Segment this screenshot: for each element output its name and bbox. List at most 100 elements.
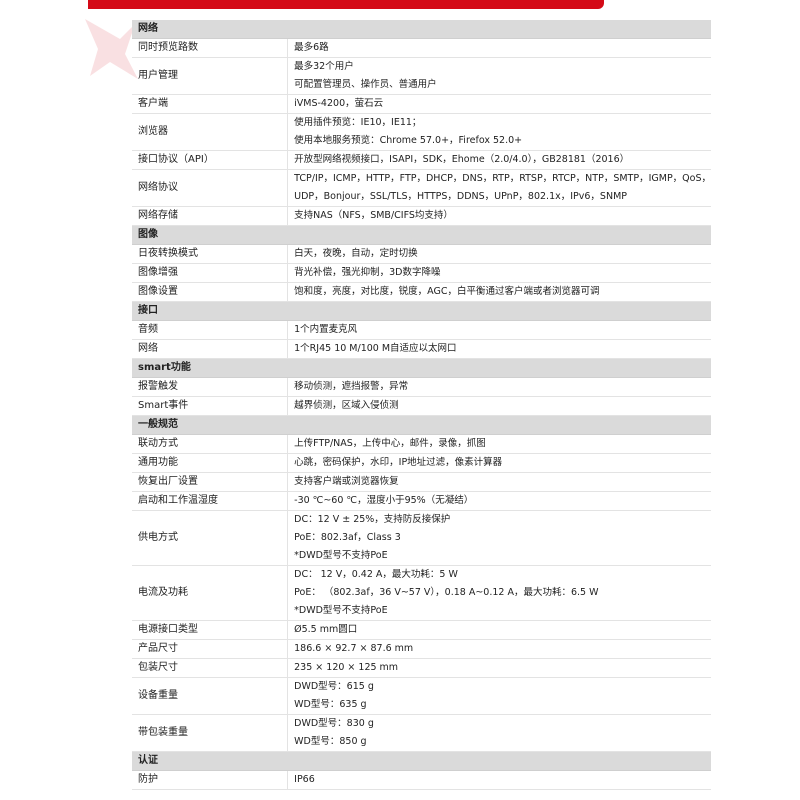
spec-value: 移动侦测，遮挡报警，异常 (287, 377, 711, 397)
spec-label: 网络协议 (132, 169, 289, 207)
spec-value: 心跳，密码保护，水印，IP地址过滤，像素计算器 (287, 453, 711, 473)
spec-value: 使用插件预览：IE10，IE11； 使用本地服务预览：Chrome 57.0+，F… (287, 113, 711, 151)
spec-row: 图像设置饱和度，亮度，对比度，锐度，AGC，白平衡通过客户端或者浏览器可调 (132, 282, 711, 302)
spec-label: 带包装重量 (132, 714, 289, 752)
spec-value-line: -30 ℃~60 ℃，湿度小于95%（无凝结） (294, 495, 474, 506)
spec-label: 产品尺寸 (132, 639, 289, 659)
spec-label: 报警触发 (132, 377, 289, 397)
section-title: 一般规范 (132, 415, 711, 435)
decorative-star-icon (85, 19, 138, 79)
spec-value-line: 移动侦测，遮挡报警，异常 (294, 381, 409, 392)
spec-value-line: 越界侦测，区域入侵侦测 (294, 400, 399, 411)
section-header: 认证 (132, 751, 711, 771)
spec-value-line: 最多6路 (294, 42, 329, 53)
spec-row: 同时预览路数最多6路 (132, 38, 711, 58)
spec-label: 用户管理 (132, 57, 289, 95)
spec-value-line: WD型号：850 g (294, 736, 367, 747)
section-title: 图像 (132, 225, 711, 245)
spec-row: 恢复出厂设置支持客户端或浏览器恢复 (132, 472, 711, 492)
spec-label: 图像设置 (132, 282, 289, 302)
section-title: 网络 (132, 20, 711, 39)
spec-value-line: UDP，Bonjour，SSL/TLS，HTTPS，DDNS，UPnP，802.… (294, 191, 627, 202)
spec-row: 网络存储支持NAS（NFS，SMB/CIFS均支持） (132, 206, 711, 226)
spec-value: 背光补偿，强光抑制，3D数字降噪 (287, 263, 711, 283)
spec-value: 235 × 120 × 125 mm (287, 658, 711, 678)
spec-value-line: 使用插件预览：IE10，IE11； (294, 117, 422, 128)
spec-value-line: 最多32个用户 (294, 61, 354, 72)
spec-row: 通用功能心跳，密码保护，水印，IP地址过滤，像素计算器 (132, 453, 711, 473)
spec-label: 日夜转换模式 (132, 244, 289, 264)
brand-banner-bar (88, 0, 604, 9)
section-header: smart功能 (132, 358, 711, 378)
spec-value: 开放型网络视频接口，ISAPI，SDK，Ehome（2.0/4.0），GB281… (287, 150, 711, 170)
spec-row: Smart事件越界侦测，区域入侵侦测 (132, 396, 711, 416)
spec-value-line: 支持客户端或浏览器恢复 (294, 476, 399, 487)
spec-label: 网络 (132, 339, 289, 359)
spec-label: 电源接口类型 (132, 620, 289, 640)
spec-label: 防护 (132, 770, 289, 790)
spec-row: 电流及功耗 DC： 12 V，0.42 A，最大功耗：5 W PoE： （802.3… (132, 565, 711, 621)
section-header: 图像 (132, 225, 711, 245)
spec-row: 防护 IP66 (132, 770, 711, 790)
spec-label: 客户端 (132, 94, 289, 114)
spec-row: 浏览器使用插件预览：IE10，IE11； 使用本地服务预览：Chrome 57.0… (132, 113, 711, 151)
spec-row: 用户管理最多32个用户可配置管理员、操作员、普通用户 (132, 57, 711, 95)
spec-row: 接口协议（API）开放型网络视频接口，ISAPI，SDK，Ehome（2.0/4… (132, 150, 711, 170)
spec-label: 浏览器 (132, 113, 289, 151)
spec-value: IP66 (287, 770, 711, 790)
spec-label: 联动方式 (132, 434, 289, 454)
spec-row: 启动和工作温湿度 -30 ℃~60 ℃，湿度小于95%（无凝结） (132, 491, 711, 511)
spec-value-line: *DWD型号不支持PoE (294, 550, 388, 561)
spec-value-line: 使用本地服务预览：Chrome 57.0+，Firefox 52.0+ (294, 135, 523, 146)
spec-row: 包装尺寸 235 × 120 × 125 mm (132, 658, 711, 678)
spec-label: 包装尺寸 (132, 658, 289, 678)
spec-row: 联动方式上传FTP/NAS，上传中心，邮件，录像，抓图 (132, 434, 711, 454)
spec-label: 电流及功耗 (132, 565, 289, 621)
spec-value: 越界侦测，区域入侵侦测 (287, 396, 711, 416)
spec-value-line: 1个RJ45 10 M/100 M自适应以太网口 (294, 343, 457, 354)
spec-value-line: PoE：802.3af，Class 3 (294, 532, 401, 543)
spec-value-line: 开放型网络视频接口，ISAPI，SDK，Ehome（2.0/4.0），GB281… (294, 154, 630, 165)
spec-value: Ø5.5 mm圆口 (287, 620, 711, 640)
spec-value-line: *DWD型号不支持PoE (294, 605, 388, 616)
section-header: 接口 (132, 301, 711, 321)
spec-value: 最多32个用户可配置管理员、操作员、普通用户 (287, 57, 711, 95)
spec-row: 日夜转换模式白天，夜晚，自动，定时切换 (132, 244, 711, 264)
spec-row: 图像增强背光补偿，强光抑制，3D数字降噪 (132, 263, 711, 283)
spec-value-line: PoE： （802.3af，36 V~57 V），0.18 A~0.12 A，最… (294, 587, 599, 598)
spec-value: 饱和度，亮度，对比度，锐度，AGC，白平衡通过客户端或者浏览器可调 (287, 282, 711, 302)
spec-value: 上传FTP/NAS，上传中心，邮件，录像，抓图 (287, 434, 711, 454)
spec-value-line: 背光补偿，强光抑制，3D数字降噪 (294, 267, 441, 278)
spec-label: 恢复出厂设置 (132, 472, 289, 492)
spec-value: 最多6路 (287, 38, 711, 58)
section-title: 接口 (132, 301, 711, 321)
spec-label: 启动和工作温湿度 (132, 491, 289, 511)
section-header: 一般规范 (132, 415, 711, 435)
spec-value: 1个RJ45 10 M/100 M自适应以太网口 (287, 339, 711, 359)
spec-value: TCP/IP，ICMP，HTTP，FTP，DHCP，DNS，RTP，RTSP，R… (287, 169, 711, 207)
spec-value-line: 心跳，密码保护，水印，IP地址过滤，像素计算器 (294, 457, 503, 468)
spec-value-line: 235 × 120 × 125 mm (294, 662, 399, 673)
spec-label: 图像增强 (132, 263, 289, 283)
spec-label: 网络存储 (132, 206, 289, 226)
spec-value: 1个内置麦克风 (287, 320, 711, 340)
spec-value-line: IP66 (294, 774, 315, 785)
spec-value-line: Ø5.5 mm圆口 (294, 624, 358, 635)
spec-value: iVMS-4200，萤石云 (287, 94, 711, 114)
section-header: 网络 (132, 20, 711, 39)
spec-value-line: 饱和度，亮度，对比度，锐度，AGC，白平衡通过客户端或者浏览器可调 (294, 286, 600, 297)
spec-value-line: WD型号：635 g (294, 699, 367, 710)
spec-value: 186.6 × 92.7 × 87.6 mm (287, 639, 711, 659)
spec-value-line: DC： 12 V，0.42 A，最大功耗：5 W (294, 569, 458, 580)
spec-value: 支持客户端或浏览器恢复 (287, 472, 711, 492)
spec-value-line: 上传FTP/NAS，上传中心，邮件，录像，抓图 (294, 438, 486, 449)
section-title: smart功能 (132, 358, 711, 378)
